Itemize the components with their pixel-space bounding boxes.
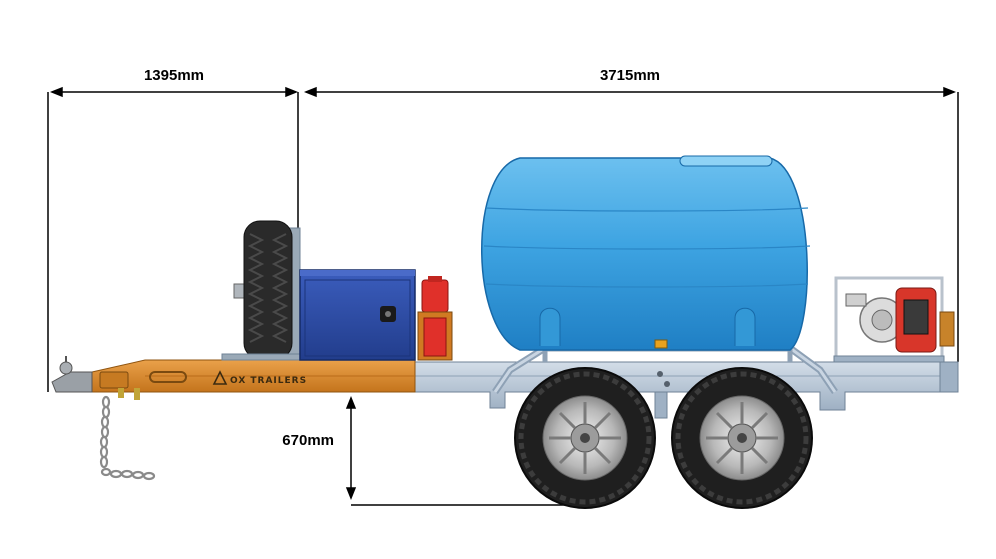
front-axle-wheel xyxy=(514,367,656,509)
tow-coupling xyxy=(51,371,93,393)
drawbar xyxy=(51,356,416,400)
drawbar-arrow-right xyxy=(285,86,299,98)
drawbar-arrow-left xyxy=(49,86,63,98)
body-length-label: 3715mm xyxy=(600,67,660,84)
drawbar-length-label: 1395mm xyxy=(144,67,204,84)
safety-chain xyxy=(99,395,156,481)
fire-pump xyxy=(833,276,955,363)
dimension-lines xyxy=(47,86,959,506)
height-arrow-bottom xyxy=(345,487,357,501)
body-arrow-right xyxy=(943,86,957,98)
rear-axle-wheel xyxy=(671,367,813,509)
jerry-can-holder xyxy=(417,276,453,361)
body-arrow-left xyxy=(303,86,317,98)
ox-trailers-logo: OX TRAILERS xyxy=(212,370,307,386)
toolbox xyxy=(299,269,416,361)
spare-wheel xyxy=(221,220,301,361)
brand-logo-text: OX TRAILERS xyxy=(230,376,307,386)
height-arrow-top xyxy=(345,395,357,409)
tank-lid xyxy=(679,155,773,167)
water-tank xyxy=(481,155,811,351)
deck-height-label: 670mm xyxy=(282,432,334,449)
